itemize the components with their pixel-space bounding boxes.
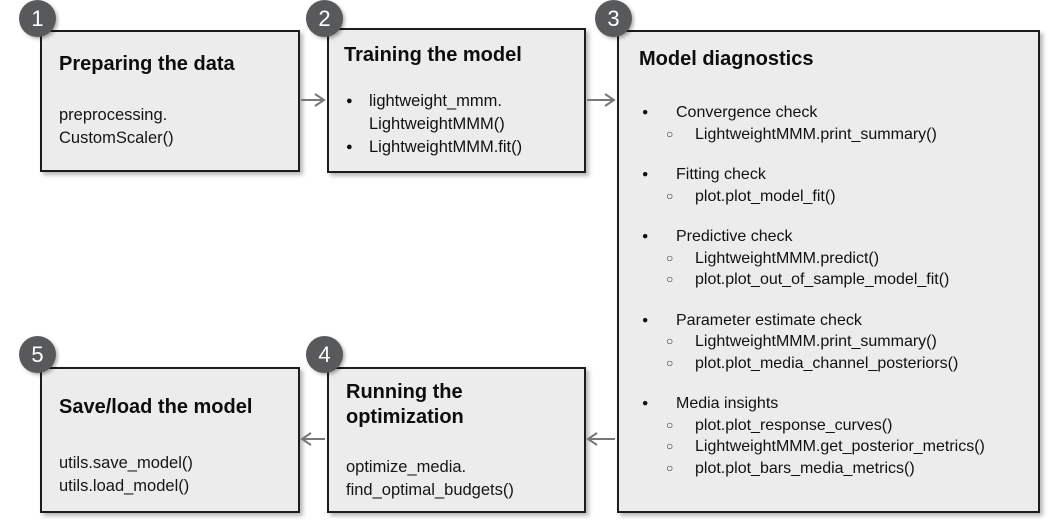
diagnostic-group-media-insights: Media insights plot.plot_response_curves… — [639, 393, 1026, 479]
group-sub-item: LightweightMMM.print_summary() — [639, 331, 1026, 353]
step-code-text: utils.save_model() utils.load_model() — [59, 454, 193, 495]
bullet-list: lightweight_mmm. LightweightMMM() Lightw… — [344, 90, 570, 159]
arrow-step1-to-step2 — [301, 93, 326, 107]
step-number-badge-3: 3 — [595, 0, 632, 37]
diagnostic-group-convergence: Convergence check LightweightMMM.print_s… — [639, 102, 1026, 145]
group-label: Convergence check — [639, 102, 1026, 124]
group-sub-item: plot.plot_model_fit() — [639, 186, 1026, 208]
step-box-training-model: Training the model lightweight_mmm. Ligh… — [327, 28, 586, 173]
group-label: Media insights — [639, 393, 1026, 415]
diagnostic-group-fitting: Fitting check plot.plot_model_fit() — [639, 164, 1026, 207]
group-label: Fitting check — [639, 164, 1026, 186]
group-sub-item: LightweightMMM.get_posterior_metrics() — [639, 436, 1026, 458]
step-number-badge-1: 1 — [19, 0, 56, 37]
arrow-step3-to-step4 — [586, 432, 615, 446]
group-sub-item: plot.plot_out_of_sample_model_fit() — [639, 269, 1026, 291]
arrow-step4-to-step5 — [300, 432, 325, 446]
group-sub-item: LightweightMMM.predict() — [639, 248, 1026, 270]
step-box-preparing-data: Preparing the data preprocessing. Custom… — [40, 30, 300, 172]
step-title: Model diagnostics — [639, 48, 814, 70]
step-number-badge-2: 2 — [306, 0, 343, 37]
step-code-text: preprocessing. CustomScaler() — [59, 106, 174, 147]
bullet-item: LightweightMMM.fit() — [344, 136, 570, 159]
bullet-item: lightweight_mmm. LightweightMMM() — [344, 90, 570, 136]
step-number-badge-4: 4 — [306, 336, 343, 373]
diagnostic-group-parameter-estimate: Parameter estimate check LightweightMMM.… — [639, 310, 1026, 375]
group-sub-item: plot.plot_media_channel_posteriors() — [639, 353, 1026, 375]
arrow-step2-to-step3 — [587, 93, 616, 107]
step-title: Preparing the data — [59, 53, 235, 75]
group-sub-item: plot.plot_bars_media_metrics() — [639, 458, 1026, 480]
group-label: Predictive check — [639, 226, 1026, 248]
step-title: Training the model — [344, 44, 522, 66]
group-sub-item: plot.plot_response_curves() — [639, 415, 1026, 437]
step-title: Running the optimization — [346, 381, 464, 428]
step-box-running-optimization: Running the optimization optimize_media.… — [327, 367, 586, 513]
step-code-text: optimize_media. find_optimal_budgets() — [346, 458, 514, 499]
group-sub-item: LightweightMMM.print_summary() — [639, 124, 1026, 146]
step-title: Save/load the model — [59, 396, 253, 418]
group-label: Parameter estimate check — [639, 310, 1026, 332]
step-box-save-load-model: Save/load the model utils.save_model() u… — [40, 367, 300, 513]
step-number-badge-5: 5 — [19, 336, 56, 373]
step-box-model-diagnostics: Model diagnostics Convergence check Ligh… — [617, 30, 1040, 513]
diagnostic-group-predictive: Predictive check LightweightMMM.predict(… — [639, 226, 1026, 291]
